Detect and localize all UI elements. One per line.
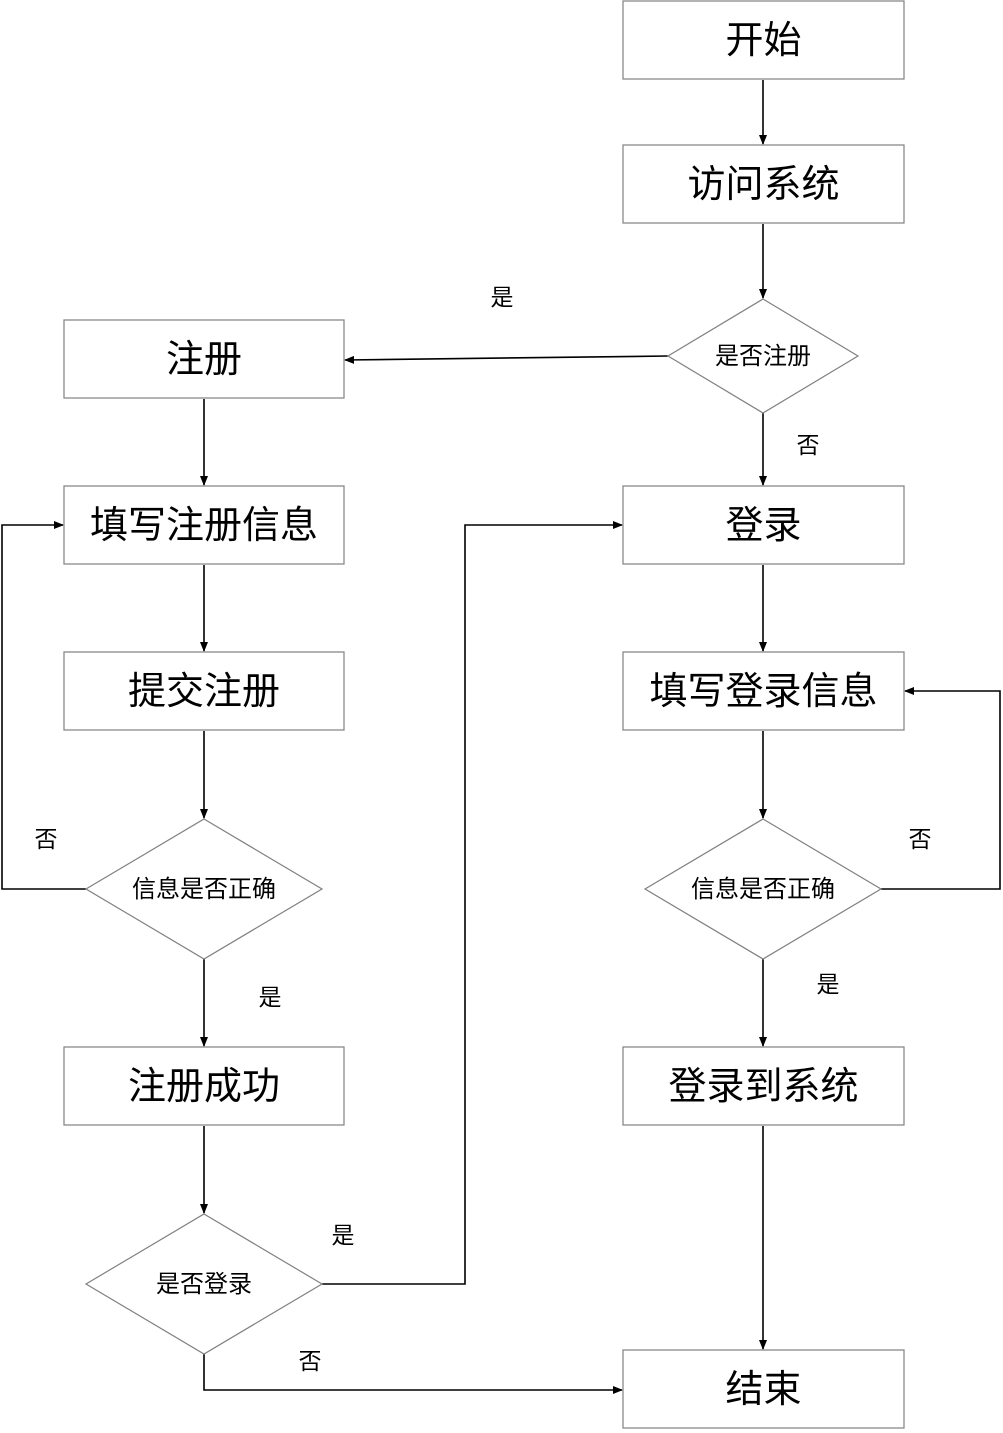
decision-diamond [84,818,324,960]
process-box [63,1046,345,1126]
node-logged-in: 登录到系统 [622,1046,905,1126]
node-label: 注册 [166,337,242,381]
node-label: 注册成功 [128,1064,280,1108]
edge-label: 否 [35,827,58,853]
node-login-q: 是否登录 [84,1213,324,1355]
decision-diamond [84,1213,324,1355]
node-register: 注册 [63,319,345,399]
edge-label: 否 [909,827,932,853]
node-login: 登录 [622,485,905,565]
node-label: 开始 [725,18,801,62]
process-box [622,1046,905,1126]
decision-diamond [666,298,860,414]
node-label: 是否登录 [156,1270,252,1298]
process-box [622,0,905,80]
node-start: 开始 [622,0,905,80]
node-reg-check: 信息是否正确 [84,818,324,960]
node-label: 登录 [725,503,801,547]
edge-login-check-to-fill-login [881,687,1001,890]
node-submit-reg: 提交注册 [63,651,345,731]
node-reg-q: 是否注册 [666,298,860,414]
decision-diamond [643,818,883,960]
node-label: 登录到系统 [668,1064,858,1108]
process-box [622,1349,905,1429]
node-label: 结束 [725,1367,801,1411]
edge-label: 是 [491,285,514,311]
node-fill-login: 填写登录信息 [622,651,905,731]
edge-reg-q-to-register [344,355,669,364]
process-box [63,319,345,399]
process-box [63,651,345,731]
process-box [622,485,905,565]
edge-label: 是 [817,972,840,998]
edges-layer [1,80,1001,1394]
node-label: 信息是否正确 [132,875,276,903]
edge-label: 是 [332,1223,355,1249]
edge-login-q-to-login [322,521,623,1285]
node-reg-ok: 注册成功 [63,1046,345,1126]
edge-label: 否 [299,1349,322,1375]
edge-reg-check-to-fill-reg [1,521,86,890]
edge-label: 是 [259,985,282,1011]
process-box [622,651,905,731]
edge-label: 否 [797,433,820,459]
node-fill-reg: 填写注册信息 [63,485,345,565]
node-label: 信息是否正确 [691,875,835,903]
node-label: 填写登录信息 [649,669,877,713]
node-label: 访问系统 [687,162,839,206]
node-label: 填写注册信息 [90,503,318,547]
node-label: 提交注册 [128,669,280,713]
edge-login-q-to-end [203,1354,623,1394]
process-box [63,485,345,565]
node-login-check: 信息是否正确 [643,818,883,960]
node-access: 访问系统 [622,144,905,224]
node-label: 是否注册 [715,342,811,370]
node-end: 结束 [622,1349,905,1429]
process-box [622,144,905,224]
